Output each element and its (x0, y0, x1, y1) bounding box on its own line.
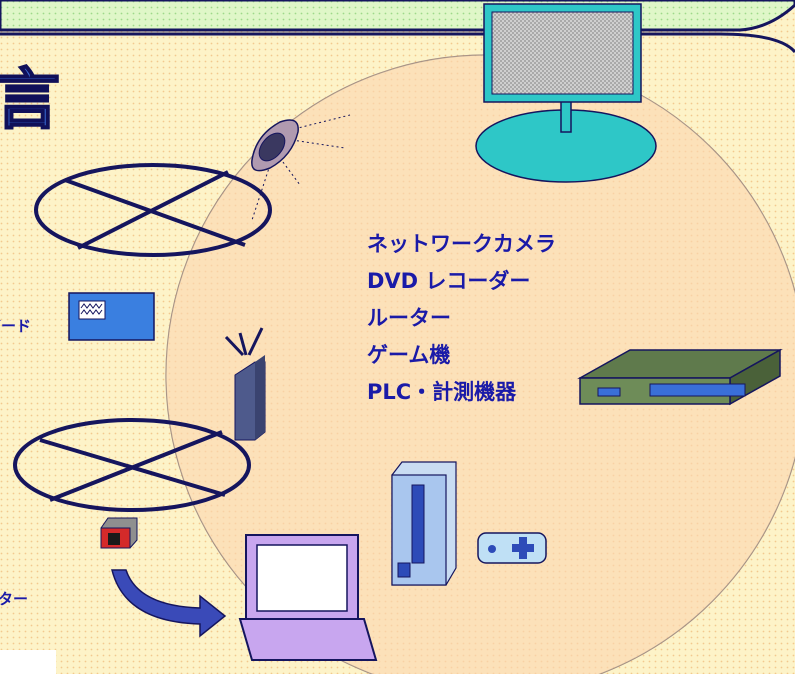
monitor-icon (475, 3, 657, 183)
content-frame (0, 32, 795, 54)
device-label-game-console: ゲーム機 (367, 343, 451, 367)
heading-glyph: 言 (0, 60, 61, 138)
board-label: ボード (0, 317, 32, 335)
device-label-plc-instruments: PLC・計測機器 (367, 380, 517, 404)
device-label-dvd-recorder: DVD レコーダー (367, 269, 531, 293)
crossed-ellipse-bottom (13, 418, 251, 512)
router-icon (224, 327, 266, 441)
network-camera-icon (251, 114, 351, 221)
game-controller-icon (477, 532, 547, 564)
device-label-router: ルーター (367, 306, 451, 330)
caption-box (0, 650, 56, 674)
plc-icon (391, 461, 457, 586)
crossed-ellipse-top (34, 163, 272, 257)
laptop-icon (238, 534, 378, 661)
usb-adapter-icon (100, 517, 138, 549)
device-list: ネットワークカメラ DVD レコーダー ルーター ゲーム機 PLC・計測機器 (367, 226, 556, 411)
dvd-recorder-icon (577, 348, 783, 406)
device-label-network-camera: ネットワークカメラ (367, 232, 556, 256)
arrow-icon (111, 569, 227, 638)
device-zone-texture (166, 55, 795, 674)
bottom-left-label: ター (0, 590, 29, 608)
top-green-panel (0, 0, 795, 32)
board-icon (68, 292, 155, 341)
